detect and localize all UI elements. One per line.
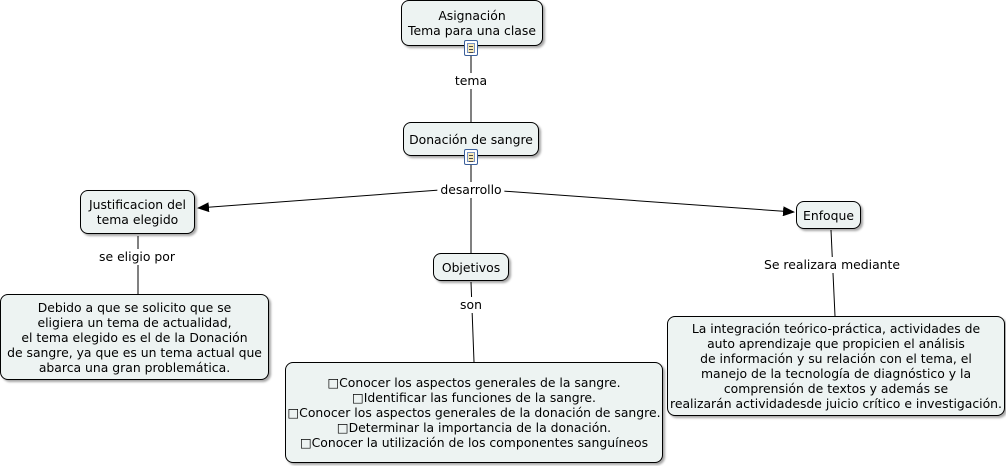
node-text-line: Debido a que se solicito que se (37, 299, 232, 315)
node-text-line: Enfoque (803, 207, 854, 223)
node-text-line: manejo de la tecnología de diagnóstico y… (700, 366, 972, 381)
node-text-line: comprensión de textos y además se (723, 381, 949, 396)
node-text-line: tema elegido (96, 212, 179, 227)
node-text-line: el tema elegido es el de la Donación (21, 329, 248, 345)
node-asignacion[interactable]: Asignación Tema para una clase (401, 0, 543, 46)
node-objetivos-list[interactable]: □Conocer los aspectos generales de la sa… (285, 362, 663, 463)
node-text-line: eligiera un tema de actualidad, (37, 314, 232, 330)
document-icon[interactable] (464, 149, 478, 165)
document-icon[interactable] (464, 40, 478, 56)
link-label-desarrollo[interactable]: desarrollo (437, 182, 505, 198)
node-justificacion[interactable]: Justificacion del tema elegido (80, 190, 195, 234)
link-label-tema[interactable]: tema (451, 73, 491, 89)
node-enfoque[interactable]: Enfoque (796, 201, 861, 229)
node-text-line: Asignación (438, 8, 506, 23)
node-integracion[interactable]: La integración teórico-práctica, activid… (667, 316, 1005, 416)
node-text-line: □Determinar la importancia de la donació… (336, 420, 612, 435)
link-label-se-realizara[interactable]: Se realizara mediante (760, 257, 904, 273)
node-text-line: La integración teórico-práctica, activid… (691, 321, 981, 336)
node-text-line: Objetivos (441, 259, 501, 275)
connector-desarrollo-justificacion (197, 189, 441, 213)
node-text-line: Donación de sangre (409, 131, 533, 147)
node-text-line: Justificacion del (88, 197, 187, 212)
node-text-line: realizarán actividadesde juicio crítico … (670, 396, 1002, 411)
node-debido[interactable]: Debido a que se solicito que se eligiera… (0, 294, 269, 380)
node-text-line: de sangre, ya que es un tema actual que (7, 344, 262, 360)
connector-enfoque-integracion (830, 229, 836, 317)
link-label-son[interactable]: son (457, 297, 485, 313)
node-text-line: auto aprendizaje que propicien el anális… (707, 336, 965, 351)
node-text-line: abarca una gran problemática. (38, 359, 231, 375)
node-text-line: Tema para una clase (408, 23, 536, 38)
node-text-line: □Conocer los aspectos generales de la sa… (327, 375, 621, 390)
node-text-line: □Conocer los aspectos generales de la do… (287, 405, 661, 420)
node-objetivos[interactable]: Objetivos (433, 253, 509, 281)
connector-objetivos-list (470, 281, 475, 363)
node-text-line: □Identificar las funciones de la sangre. (351, 390, 596, 405)
connector-desarrollo-enfoque (501, 190, 795, 217)
link-label-se-eligio-por[interactable]: se eligio por (96, 249, 178, 265)
node-text-line: de información y su relación con el tema… (700, 351, 972, 366)
node-text-line: □Conocer la utilización de los component… (299, 435, 649, 450)
